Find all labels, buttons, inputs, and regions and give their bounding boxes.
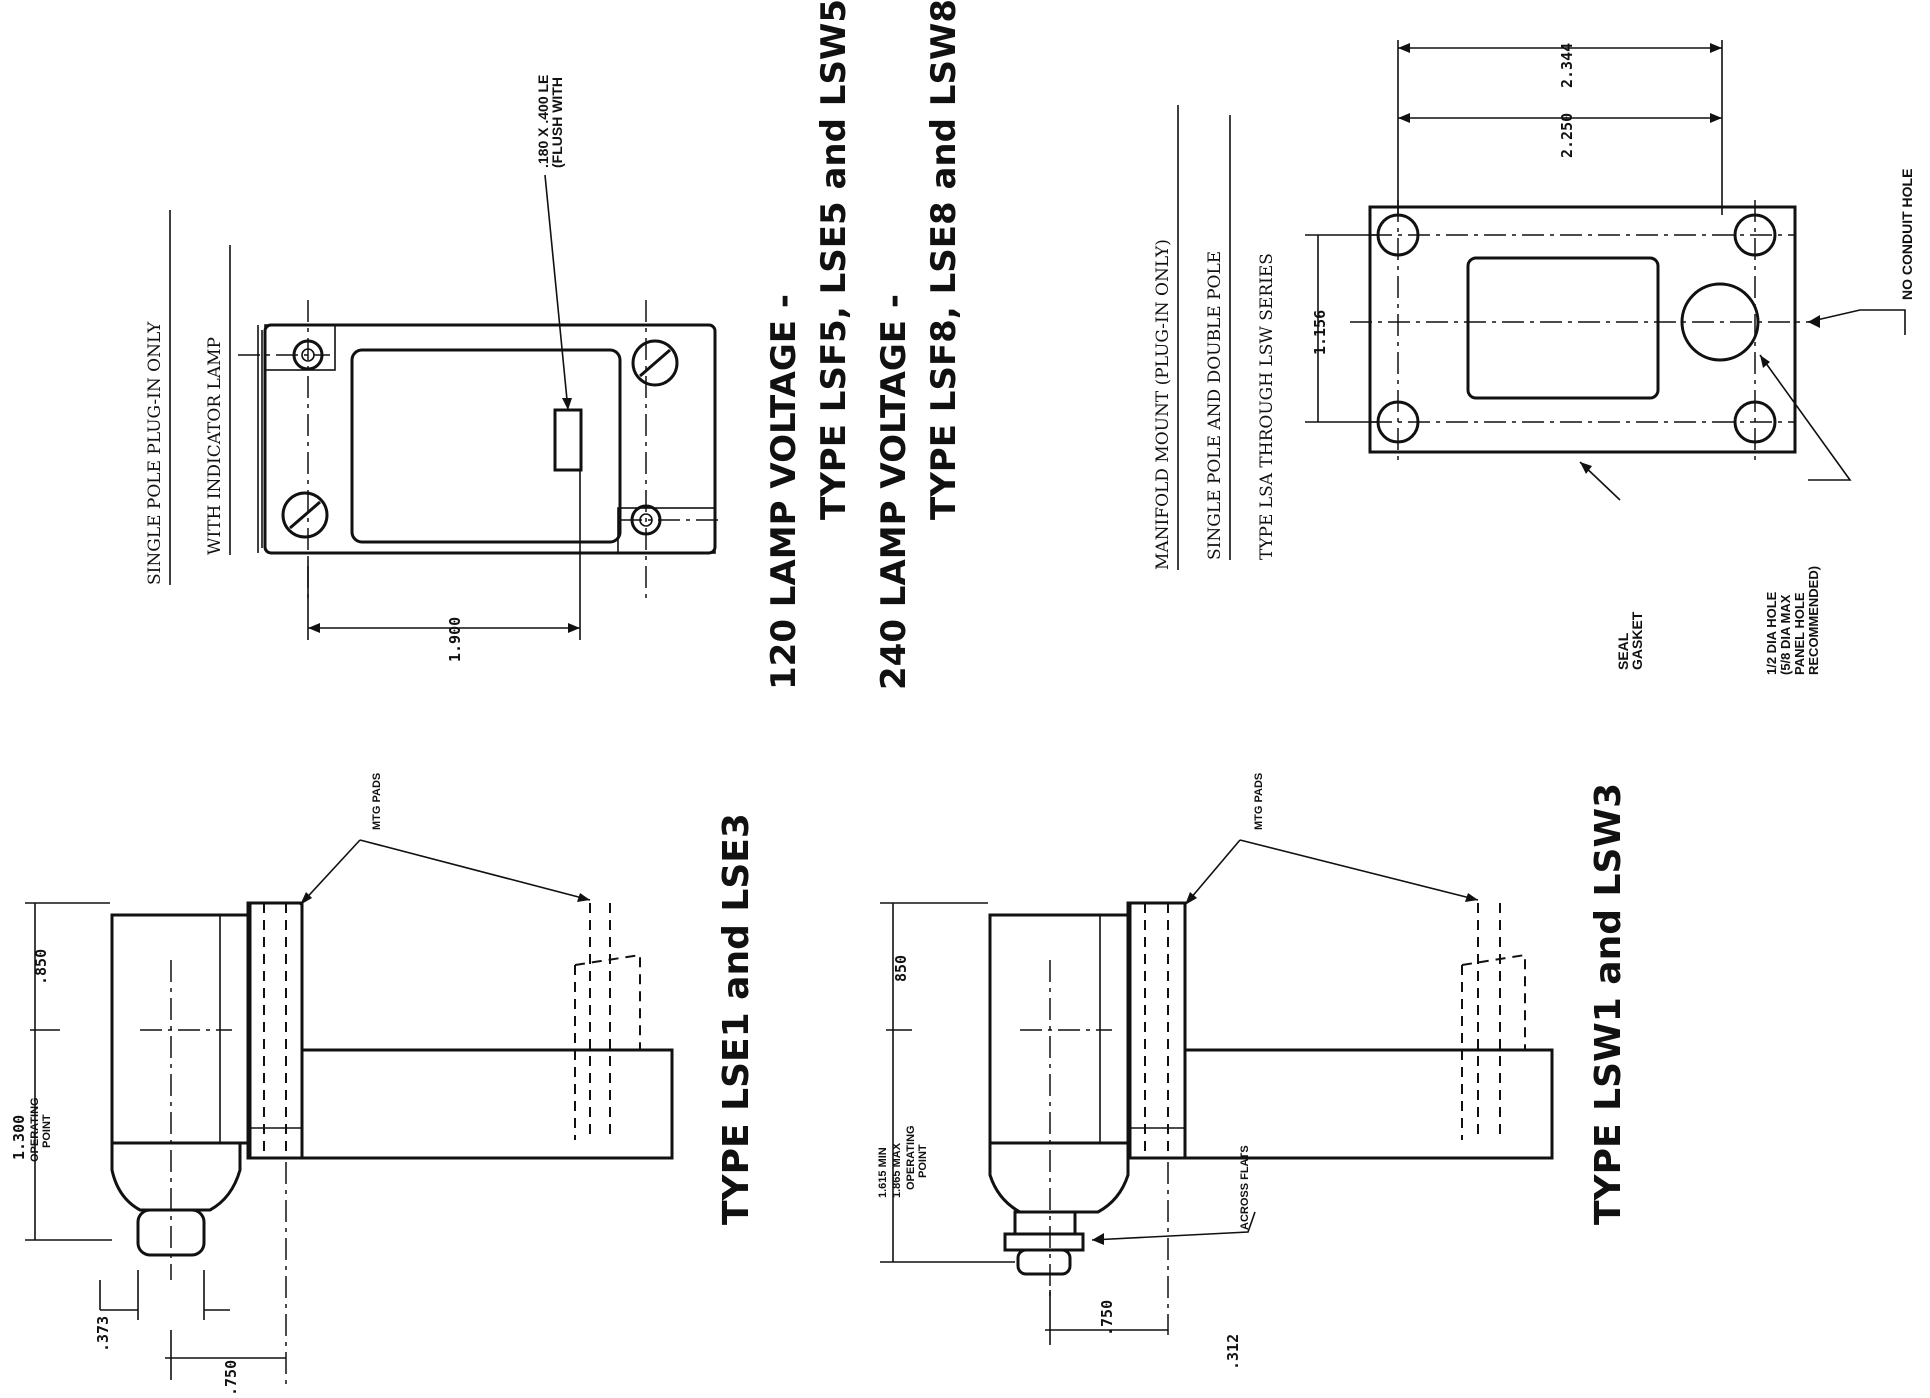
voltage-240-line2: TYPE LSF8, LSE8 and LSW8 bbox=[924, 0, 964, 520]
lsw-dim-min: 1.615 MIN bbox=[877, 1147, 889, 1198]
manifold-dim-2344: 2.344 bbox=[1558, 43, 1576, 88]
voltage-120-line2: TYPE LSF5, LSE5 and LSW5 bbox=[814, 0, 854, 520]
lsw-dim-point: POINT bbox=[917, 1144, 929, 1178]
lamp-lens-note-2: (FLUSH WITH bbox=[549, 77, 565, 168]
manifold-gasket: GASKET bbox=[1629, 611, 1645, 670]
lsw-dim-max: 1.865 MAX bbox=[891, 1142, 903, 1198]
lse-mtg-pads: MTG PADS bbox=[371, 773, 383, 830]
lsw-mtg-pads: MTG PADS bbox=[1253, 773, 1265, 830]
voltage-120-line1: 120 LAMP VOLTAGE - bbox=[764, 294, 804, 690]
lse-dim-850: .850 bbox=[32, 949, 50, 985]
lse-body-outline bbox=[248, 901, 674, 1160]
manifold-no-conduit: NO CONDUIT HOLE bbox=[1899, 169, 1915, 300]
lse-dim-373: .373 bbox=[94, 1316, 112, 1352]
lsw-body-outline bbox=[1128, 901, 1554, 1160]
manifold-plate bbox=[1368, 205, 1797, 454]
lse-dim-750: .750 bbox=[222, 1360, 240, 1396]
lamp-lens-note-1: .180 X .400 LE bbox=[535, 75, 551, 168]
lsw-dim-312: .312 bbox=[1224, 1334, 1242, 1370]
manifold-hole-3: PANEL HOLE bbox=[1792, 592, 1807, 675]
manifold-caption-1: MANIFOLD MOUNT (PLUG-IN ONLY) bbox=[1153, 239, 1173, 570]
lsw-title: TYPE LSW1 and LSW3 bbox=[1588, 783, 1629, 1225]
manifold-window bbox=[1466, 256, 1660, 400]
lamp-window bbox=[350, 348, 622, 544]
lse-cap bbox=[110, 913, 252, 1145]
lsw-flange bbox=[1126, 901, 1187, 1160]
terminal-screw-left bbox=[281, 491, 329, 539]
lse-side-view: .850 1.300 OPERATING POINT .373 .750 MTG… bbox=[10, 773, 757, 1396]
voltage-240-line1: 240 LAMP VOLTAGE - bbox=[874, 294, 914, 690]
lsw-dim-850: 850 bbox=[892, 955, 910, 982]
lsw-dim-operating: OPERATING bbox=[905, 1125, 917, 1190]
lse-flange bbox=[246, 901, 304, 1160]
terminal-screw-right bbox=[631, 339, 679, 387]
lsw-cap bbox=[988, 913, 1132, 1145]
manifold-seal: SEAL bbox=[1615, 632, 1631, 670]
lse-dim-1300: 1.300 bbox=[10, 1115, 28, 1160]
lamp-plan-view: SINGLE POLE PLUG-IN ONLY WITH INDICATOR … bbox=[145, 0, 964, 690]
manifold-hole-2: (5/8 DIA MAX bbox=[1778, 594, 1793, 675]
manifold-hole-4: RECOMMENDED) bbox=[1806, 566, 1821, 675]
manifold-caption-3: TYPE LSA THROUGH LSW SERIES bbox=[1257, 253, 1277, 560]
manifold-caption-2: SINGLE POLE AND DOUBLE POLE bbox=[1205, 251, 1225, 560]
manifold-mount-view: MANIFOLD MOUNT (PLUG-IN ONLY) SINGLE POL… bbox=[1153, 40, 1915, 675]
manifold-dim-1156: 1.156 bbox=[1311, 310, 1329, 355]
lamp-housing bbox=[263, 323, 717, 555]
lamp-dim-1900: 1.900 bbox=[446, 617, 464, 662]
lamp-lens bbox=[553, 408, 583, 472]
lsw-plunger-nut bbox=[1013, 1210, 1077, 1236]
lse-dim-operating: OPERATING bbox=[29, 1097, 41, 1162]
lse-plunger-housing bbox=[110, 1143, 242, 1212]
lsw-plunger-housing bbox=[988, 1143, 1130, 1214]
lsw-side-view: 850 1.615 MIN 1.865 MAX OPERATING POINT … bbox=[877, 773, 1629, 1370]
lsw-dim-750: .750 bbox=[1098, 1300, 1116, 1336]
manifold-hole-1: 1/2 DIA HOLE bbox=[1764, 591, 1779, 675]
lamp-caption-1: SINGLE POLE PLUG-IN ONLY bbox=[145, 321, 165, 585]
lse-dim-point: POINT bbox=[41, 1114, 53, 1148]
lsw-across-flats: ACROSS FLATS bbox=[1239, 1145, 1251, 1230]
manifold-dim-2250: 2.250 bbox=[1558, 113, 1576, 158]
lse-title: TYPE LSE1 and LSE3 bbox=[716, 813, 757, 1225]
lamp-caption-2: WITH INDICATOR LAMP bbox=[205, 337, 225, 555]
